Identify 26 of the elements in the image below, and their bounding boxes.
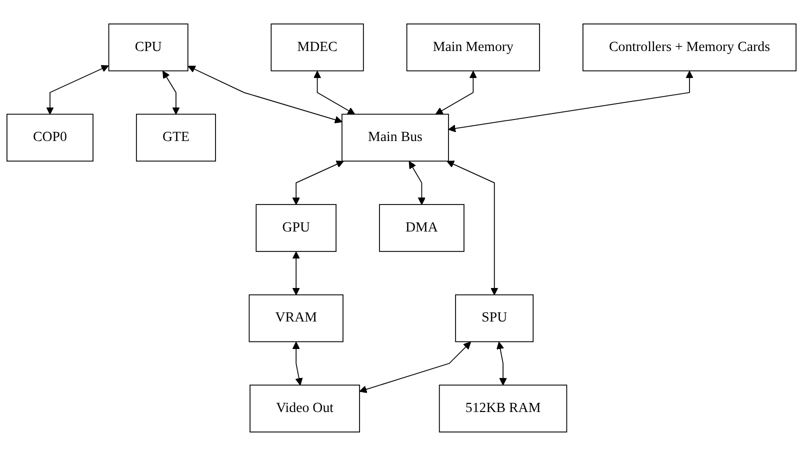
arrow [435, 70, 477, 114]
arrow [496, 341, 507, 385]
arrow [292, 250, 300, 295]
node-box: Video Out [250, 384, 360, 432]
node-box: GPU [256, 204, 336, 252]
arrow [448, 70, 694, 132]
arrow [408, 160, 426, 204]
node-box: CPU [108, 23, 188, 71]
arrow [162, 70, 180, 114]
node-box: DMA [379, 204, 464, 252]
node-box: VRAM [248, 294, 344, 342]
node-box: MDEC [270, 23, 364, 71]
node-box: Controllers + Memory Cards [582, 23, 796, 71]
node-box: Main Bus [342, 113, 449, 162]
arrow [313, 70, 356, 114]
node-box: SPU [455, 294, 534, 342]
node-box: GTE [136, 113, 216, 162]
arrow [46, 64, 109, 114]
arrow [292, 160, 344, 204]
node-box: COP0 [6, 113, 94, 162]
arrow [359, 341, 472, 393]
node-box: 512KB RAM [438, 384, 568, 432]
arrow [292, 341, 303, 385]
arrow [446, 160, 498, 295]
arrow [188, 65, 342, 123]
node-box: Main Memory [406, 23, 540, 71]
